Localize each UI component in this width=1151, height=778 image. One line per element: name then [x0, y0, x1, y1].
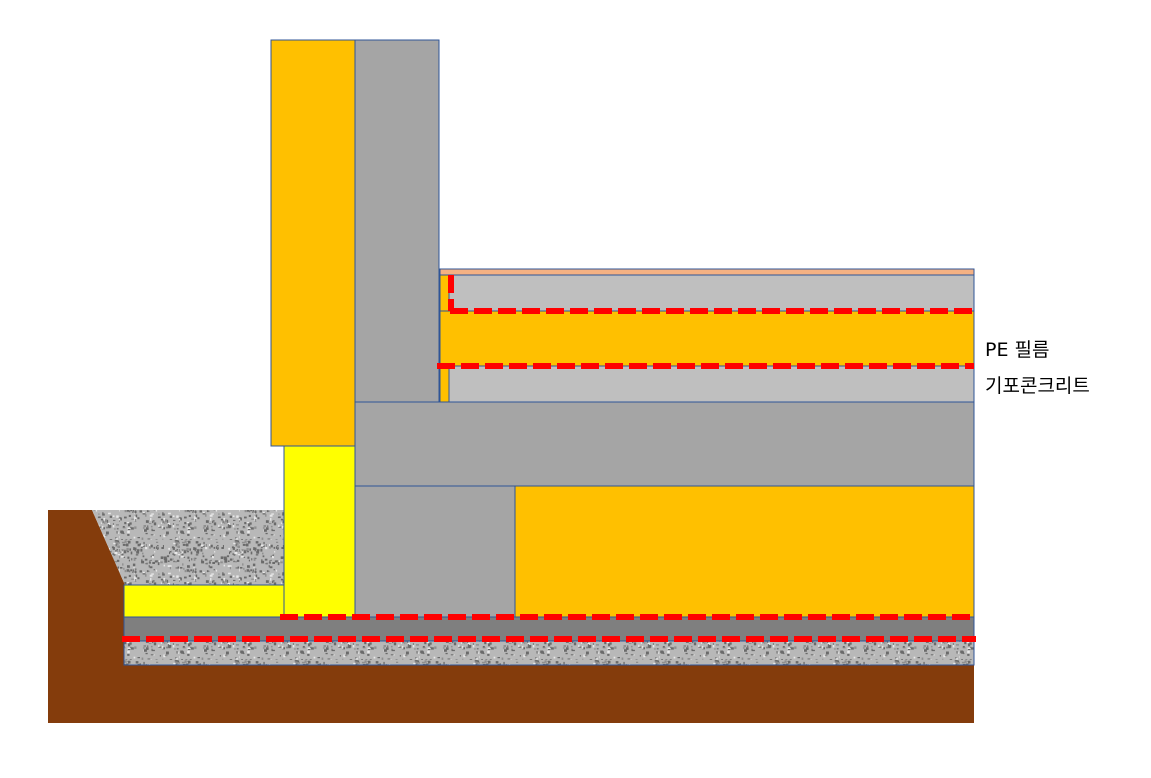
label-pe-film: PE 필름 [985, 339, 1050, 361]
foundation-block [354, 485, 516, 618]
floor-finish [439, 268, 975, 276]
label-foam-concrete: 기포콘크리트 [985, 375, 1090, 397]
footing-insulation-horizontal [123, 584, 285, 618]
mortar-layer [439, 274, 975, 312]
edge-insulation-top [439, 274, 450, 312]
underslab-insulation [514, 485, 975, 618]
floor-insulation [439, 310, 975, 367]
wall-concrete [354, 39, 440, 403]
backfill-gravel [92, 510, 284, 585]
edge-insulation-bottom [439, 365, 450, 403]
base-gravel [123, 640, 975, 666]
soil [48, 510, 974, 723]
foam-concrete-layer [439, 365, 975, 403]
footing-insulation-vertical [283, 445, 356, 618]
wall-insulation [270, 39, 356, 447]
structural-slab [354, 401, 975, 487]
